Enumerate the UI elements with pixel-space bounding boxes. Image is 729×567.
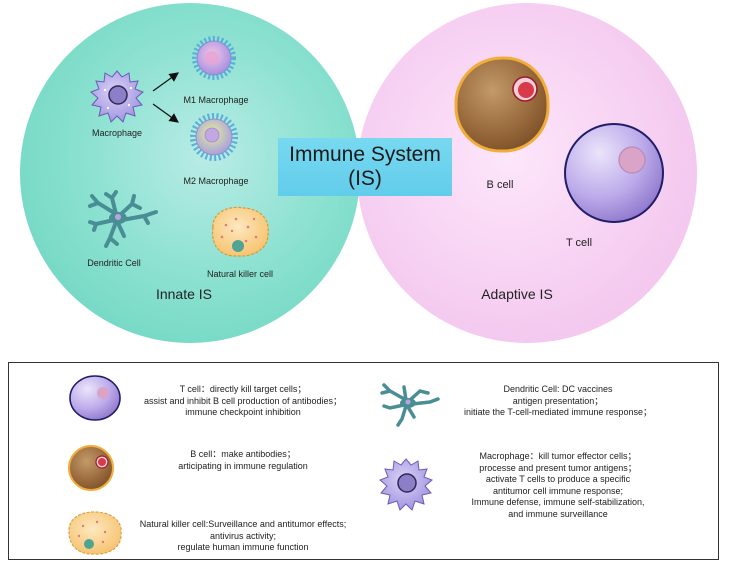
legend-dendritic-cell-line: Dendritic Cell: DC vaccines [448, 384, 668, 396]
nk-cell-label: Natural killer cell [207, 269, 273, 279]
legend-nk-cell-line: antivirus activity; [118, 531, 368, 543]
macrophage-label: Macrophage [92, 128, 142, 138]
legend-macrophage-line: processe and present tumor antigens； [448, 463, 668, 475]
dendritic-cell-label: Dendritic Cell [87, 258, 141, 268]
legend-macrophage-line: antitumor cell immune response; [448, 486, 668, 498]
legend-b-cell-line: B cell：make antibodies； [118, 449, 368, 461]
legend-dendritic-cell-text: Dendritic Cell: DC vaccines antigen pres… [448, 384, 668, 419]
b-cell-label: B cell [487, 179, 514, 191]
legend-b-cell-line: articipating in immune regulation [118, 461, 368, 473]
legend-dendritic-cell-line: initiate the T-cell-mediated immune resp… [448, 407, 668, 419]
b-cell-icon [456, 58, 548, 151]
m1-macrophage-label: M1 Macrophage [183, 95, 248, 105]
legend-macrophage-line: Immune defense, immune self-stabilizatio… [448, 497, 668, 509]
legend-nk-cell-line: Natural killer cell:Surveillance and ant… [118, 519, 368, 531]
nk-cell-icon [213, 207, 269, 256]
legend-dendritic-cell-line: antigen presentation； [448, 396, 668, 408]
legend-t-cell-line: immune checkpoint inhibition [118, 407, 368, 419]
immune-system-abbrev: (IS) [348, 167, 382, 191]
t-cell-label: T cell [566, 237, 592, 249]
legend-macrophage-text: Macrophage：kill tumor effector cells； pr… [448, 451, 668, 520]
adaptive-title: Adaptive IS [481, 286, 553, 302]
legend-t-cell-text: T cell：directly kill target cells； assis… [118, 384, 368, 419]
legend-t-cell-line: T cell：directly kill target cells； [118, 384, 368, 396]
innate-title: Innate IS [156, 286, 212, 302]
legend-b-cell-text: B cell：make antibodies； articipating in … [118, 449, 368, 472]
t-cell-icon [565, 124, 663, 222]
immune-system-box: Immune System (IS) [278, 138, 452, 196]
legend-macrophage-line: activate T cells to produce a specific [448, 474, 668, 486]
m2-macrophage-label: M2 Macrophage [183, 176, 248, 186]
legend-t-cell-line: assist and inhibit B cell production of … [118, 396, 368, 408]
legend-nk-cell-line: regulate human immune function [118, 542, 368, 554]
legend-macrophage-line: Macrophage：kill tumor effector cells； [448, 451, 668, 463]
legend-macrophage-line: and immune surveillance [448, 509, 668, 521]
legend-nk-cell-text: Natural killer cell:Surveillance and ant… [118, 519, 368, 554]
immune-system-title: Immune System [289, 143, 441, 167]
